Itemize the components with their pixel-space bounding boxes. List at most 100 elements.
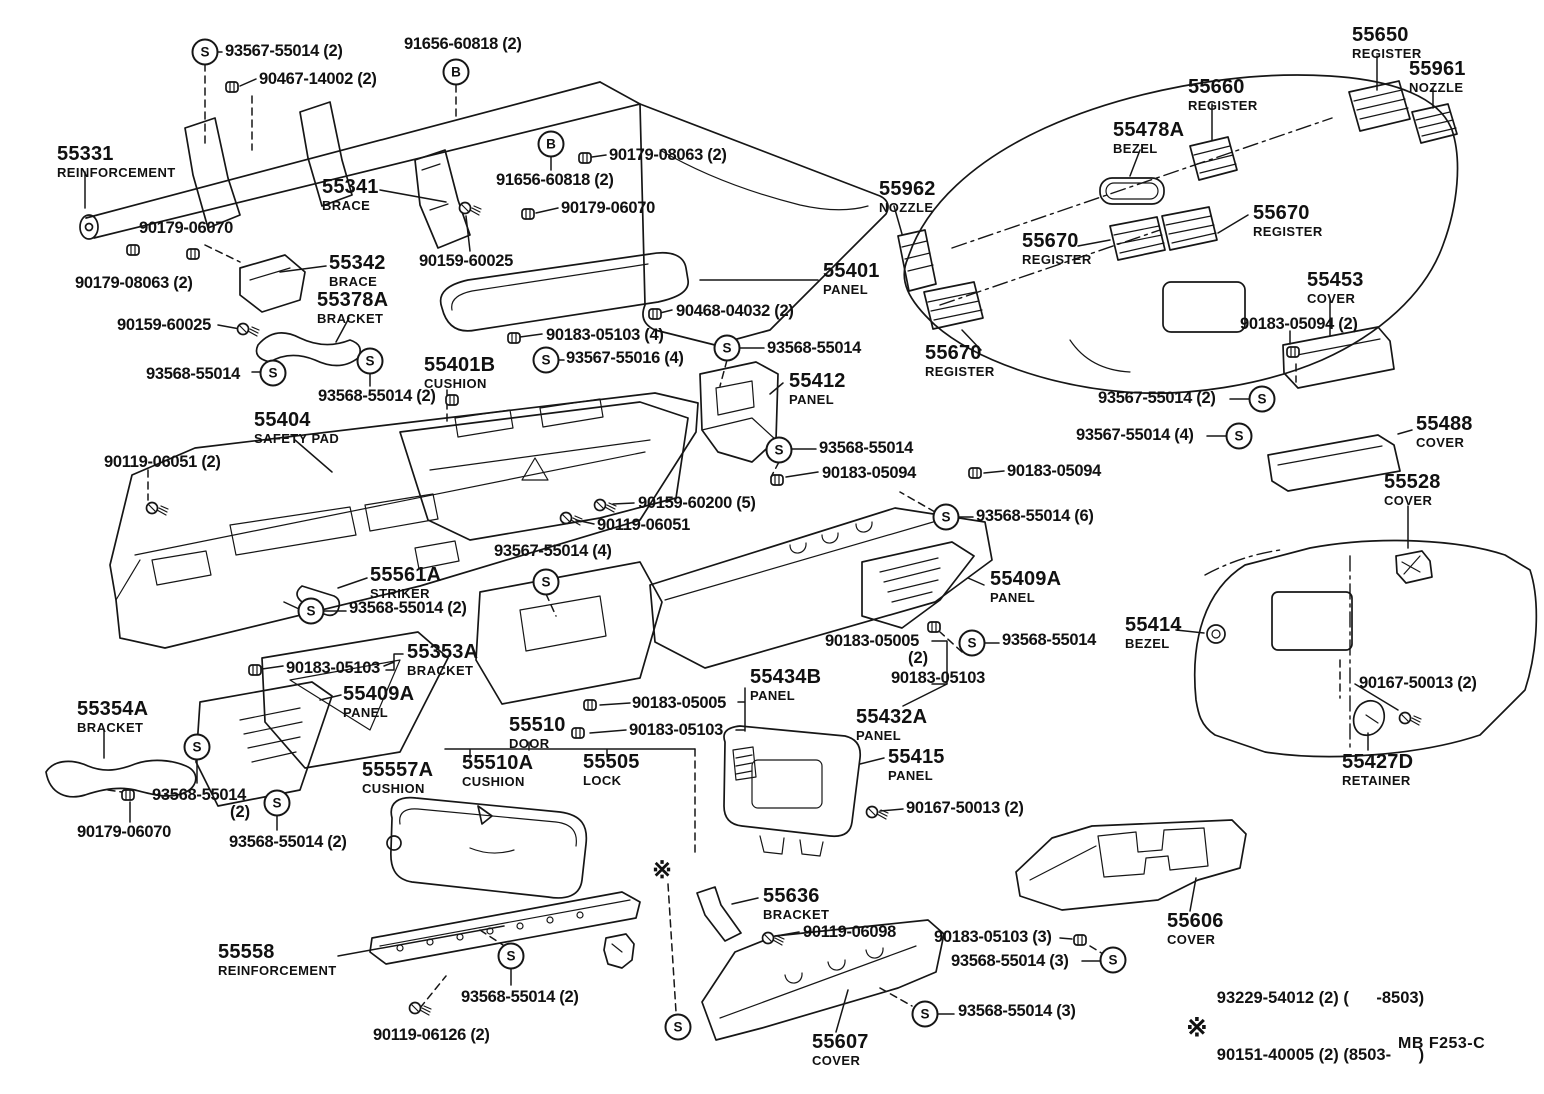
reference-line-2: 90151-40005 (2) (8503- ) xyxy=(1216,1045,1425,1064)
part-label-91656-60818-2-: 91656-60818 (2) xyxy=(496,171,614,189)
part-label-93568-55014: 93568-55014 xyxy=(146,365,240,383)
sketch-dash-upper xyxy=(897,74,1459,492)
part-label-93568-55014: 93568-55014 xyxy=(767,339,861,357)
part-label-93567-55016-4-: 93567-55016 (4) xyxy=(566,349,684,367)
part-label-91656-60818-2-: 91656-60818 (2) xyxy=(404,35,522,53)
s-marker-icon: S xyxy=(191,38,219,66)
part-label-90183-05005: 90183-05005(2) xyxy=(825,632,929,668)
s-marker-icon: S xyxy=(1248,385,1276,413)
part-label-90179-06070: 90179-06070 xyxy=(77,823,171,841)
part-label-90183-05103-3-: 90183-05103 (3) xyxy=(934,928,1052,946)
part-label-90183-05094: 90183-05094 xyxy=(1007,462,1101,480)
part-label-90179-06070: 90179-06070 xyxy=(561,199,655,217)
s-marker-icon: S xyxy=(713,334,741,362)
reference-mark-icon: ※ xyxy=(1186,1011,1208,1042)
s-marker-icon: S xyxy=(532,346,560,374)
part-label-93568-55014-2-: 93568-55014 (2) xyxy=(318,387,436,405)
reference-note: ※ 93229-54012 (2) ( -8503) 90151-40005 (… xyxy=(1186,951,1428,1094)
part-label-93568-55014: 93568-55014 xyxy=(1002,631,1096,649)
part-label-90183-05103: 90183-05103 xyxy=(891,669,985,687)
sketch-lower-panels xyxy=(475,507,993,857)
part-label-90179-08063-2-: 90179-08063 (2) xyxy=(75,274,193,292)
leader-lines xyxy=(84,51,1434,1033)
b-marker-icon: B xyxy=(537,130,565,158)
part-label-90159-60025: 90159-60025 xyxy=(117,316,211,334)
part-label-90183-05103: 90183-05103 xyxy=(629,721,723,739)
part-label-93568-55014: 93568-55014 xyxy=(819,439,913,457)
sketch-reinforcement-tube xyxy=(79,81,889,367)
part-label-90179-06070: 90179-06070 xyxy=(139,219,233,237)
part-label-90183-05094: 90183-05094 xyxy=(822,464,916,482)
s-marker-icon: S xyxy=(1225,422,1253,450)
s-marker-icon: S xyxy=(1099,946,1127,974)
part-label-90159-60200-5-: 90159-60200 (5) xyxy=(638,494,756,512)
sketch-upper-pad xyxy=(439,251,779,463)
sketch-glovebox xyxy=(369,796,742,969)
part-label-90167-50013-2-: 90167-50013 (2) xyxy=(1359,674,1477,692)
s-marker-icon: S xyxy=(263,789,291,817)
part-label-93567-55014-2-: 93567-55014 (2) xyxy=(225,42,343,60)
s-marker-icon: S xyxy=(664,1013,692,1041)
part-label-93568-55014-6-: 93568-55014 (6) xyxy=(976,507,1094,525)
s-marker-icon: S xyxy=(932,503,960,531)
s-marker-icon: S xyxy=(532,568,560,596)
part-label-90183-05094-2-: 90183-05094 (2) xyxy=(1240,315,1358,333)
part-label-93567-55014-4-: 93567-55014 (4) xyxy=(494,542,612,560)
part-label--: ※ xyxy=(652,857,672,884)
part-label-90159-60025: 90159-60025 xyxy=(419,252,513,270)
s-marker-icon: S xyxy=(911,1000,939,1028)
part-label-90119-06126-2-: 90119-06126 (2) xyxy=(373,1026,490,1044)
b-marker-icon: B xyxy=(442,58,470,86)
sketch-bottom-covers xyxy=(701,819,1247,1041)
part-label-93568-55014-3-: 93568-55014 (3) xyxy=(958,1002,1076,1020)
part-label-90468-04032-2-: 90468-04032 (2) xyxy=(676,302,794,320)
part-label-90183-05103: 90183-05103 xyxy=(286,659,380,677)
part-label-93568-55014: 93568-55014(2) xyxy=(152,786,251,822)
part-label-90179-08063-2-: 90179-08063 (2) xyxy=(609,146,727,164)
part-label-90119-06098: 90119-06098 xyxy=(803,923,897,941)
part-label-90467-14002-2-: 90467-14002 (2) xyxy=(259,70,377,88)
fastener-clips xyxy=(121,81,1300,946)
s-marker-icon: S xyxy=(183,733,211,761)
s-marker-icon: S xyxy=(297,597,325,625)
leader-lines-dashed xyxy=(107,63,1341,1013)
part-label-93568-55014-2-: 93568-55014 (2) xyxy=(349,599,467,617)
part-label-90183-05103-4-: 90183-05103 (4) xyxy=(546,326,664,344)
s-marker-icon: S xyxy=(497,942,525,970)
s-marker-icon: S xyxy=(356,347,384,375)
